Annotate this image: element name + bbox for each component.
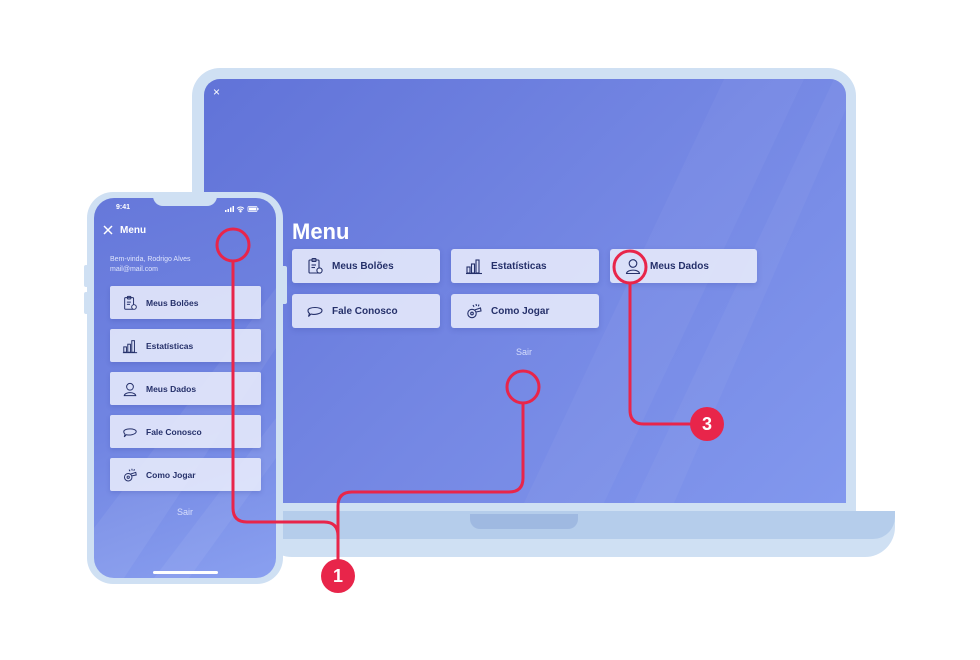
whistle-icon [120, 465, 140, 485]
callout-badge-1: 1 [321, 559, 355, 593]
screen-light-stripes [524, 79, 846, 503]
signal-icon [225, 206, 234, 212]
welcome-name: Bem-vinda, Rodrigo Alves [110, 256, 191, 263]
menu-button-label: Fale Conosco [332, 305, 398, 317]
menu-button-label: Estatísticas [491, 260, 547, 272]
phone-notch [153, 196, 217, 206]
status-bar-time: 9:41 [116, 204, 131, 211]
bar-chart-icon [120, 336, 140, 356]
welcome-text: Bem-vinda, Rodrigo Alves mail@mail.com [110, 255, 191, 275]
phone-button-label: Fale Conosco [146, 426, 202, 437]
laptop-trackpad-notch [470, 514, 578, 529]
clipboard-icon [304, 255, 326, 277]
callout-badge-3: 3 [690, 407, 724, 441]
menu-button-estatisticas[interactable]: Estatísticas [451, 249, 599, 283]
menu-button-label: Meus Bolões [332, 260, 394, 272]
laptop-base-deck [262, 511, 895, 539]
phone-button-meus-dados[interactable]: Meus Dados [110, 372, 261, 405]
laptop-screen [204, 79, 846, 503]
menu-button-label: Meus Dados [650, 260, 709, 272]
phone-button-label: Meus Bolões [146, 297, 199, 308]
menu-button-como-jogar[interactable]: Como Jogar [451, 294, 599, 328]
page-title: Menu [292, 219, 350, 244]
battery-icon [247, 206, 259, 212]
chat-bubble-icon [304, 300, 326, 322]
status-bar-icons [225, 206, 259, 213]
phone-power-button [281, 266, 287, 304]
wifi-icon [236, 206, 245, 213]
phone-button-estatisticas[interactable]: Estatísticas [110, 329, 261, 362]
callout-ring-logout [505, 369, 541, 405]
user-icon [120, 379, 140, 399]
close-icon[interactable]: × [213, 85, 221, 99]
phone-button-meus-boloes[interactable]: Meus Bolões [110, 286, 261, 319]
callout-ring-phone-close [215, 227, 251, 263]
phone-home-indicator [153, 571, 218, 574]
callout-ring-meus-dados [612, 249, 648, 285]
phone-close-icon[interactable] [103, 225, 113, 235]
phone-button-label: Como Jogar [146, 469, 196, 480]
logout-link[interactable]: Sair [516, 347, 533, 357]
phone-button-fale-conosco[interactable]: Fale Conosco [110, 415, 261, 448]
phone-button-label: Meus Dados [146, 383, 197, 394]
user-icon [622, 255, 644, 277]
clipboard-icon [120, 293, 140, 313]
bar-chart-icon [463, 255, 485, 277]
menu-button-label: Como Jogar [491, 305, 550, 317]
phone-button-como-jogar[interactable]: Como Jogar [110, 458, 261, 491]
phone-menu-title: Menu [120, 225, 147, 236]
menu-button-fale-conosco[interactable]: Fale Conosco [292, 294, 440, 328]
menu-button-meus-dados[interactable]: Meus Dados [610, 249, 757, 283]
welcome-email: mail@mail.com [110, 266, 158, 273]
whistle-icon [463, 300, 485, 322]
callout-line-1b [336, 401, 525, 562]
phone-logout-link[interactable]: Sair [177, 507, 194, 517]
chat-bubble-icon [120, 422, 140, 442]
menu-button-meus-boloes[interactable]: Meus Bolões [292, 249, 440, 283]
callout-line-1a [231, 259, 340, 562]
phone-button-label: Estatísticas [146, 340, 194, 351]
callout-line-3 [628, 281, 692, 426]
